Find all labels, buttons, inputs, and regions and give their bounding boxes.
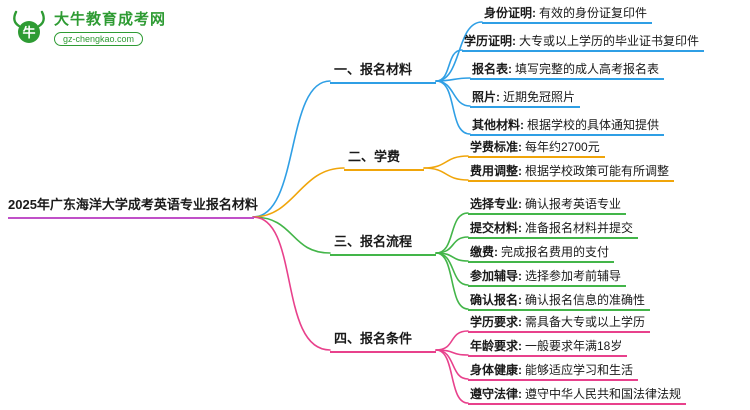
leaf-label: 费用调整: bbox=[470, 164, 522, 178]
leaf-desc: 根据学校政策可能有所调整 bbox=[525, 164, 670, 178]
branch-node-conditions: 四、报名条件 bbox=[330, 329, 436, 353]
leaf-node: 参加辅导:选择参加考前辅导 bbox=[468, 269, 627, 287]
leaf-label: 身份证明: bbox=[484, 6, 536, 20]
leaf-label: 报名表: bbox=[472, 62, 512, 76]
leaf-label: 参加辅导: bbox=[470, 269, 522, 283]
svg-text:牛: 牛 bbox=[22, 25, 35, 40]
leaf-desc: 填写完整的成人高考报名表 bbox=[515, 62, 660, 76]
leaf-desc: 近期免冠照片 bbox=[503, 90, 576, 104]
leaf-node: 提交材料:准备报名材料并提交 bbox=[468, 221, 639, 239]
logo-domain-text: gz-chengkao.com bbox=[54, 32, 144, 46]
leaf-node: 遵守法律:遵守中华人民共和国法律法规 bbox=[468, 387, 687, 405]
logo-brand-text: 大牛教育成考网 bbox=[54, 11, 167, 28]
leaf-desc: 大专或以上学历的毕业证书复印件 bbox=[519, 34, 700, 48]
leaf-node: 学费标准:每年约2700元 bbox=[468, 140, 605, 158]
leaf-label: 照片: bbox=[472, 90, 500, 104]
leaf-desc: 完成报名费用的支付 bbox=[501, 245, 610, 259]
leaf-node: 选择专业:确认报考英语专业 bbox=[468, 197, 627, 215]
leaf-node: 缴费:完成报名费用的支付 bbox=[468, 245, 615, 263]
site-logo: 牛 大牛教育成考网 gz-chengkao.com bbox=[10, 8, 166, 47]
leaf-node: 学历要求:需具备大专或以上学历 bbox=[468, 315, 651, 333]
leaf-label: 学历证明: bbox=[464, 34, 516, 48]
leaf-node: 报名表:填写完整的成人高考报名表 bbox=[470, 62, 665, 80]
leaf-label: 提交材料: bbox=[470, 221, 522, 235]
leaf-desc: 有效的身份证复印件 bbox=[539, 6, 648, 20]
leaf-desc: 选择参加考前辅导 bbox=[525, 269, 622, 283]
leaf-desc: 一般要求年满18岁 bbox=[525, 339, 623, 353]
leaf-desc: 每年约2700元 bbox=[525, 140, 600, 154]
bull-logo-icon: 牛 bbox=[13, 10, 45, 43]
leaf-label: 年龄要求: bbox=[470, 339, 522, 353]
leaf-node: 其他材料:根据学校的具体通知提供 bbox=[470, 118, 665, 136]
leaf-node: 年龄要求:一般要求年满18岁 bbox=[468, 339, 628, 357]
leaf-label: 选择专业: bbox=[470, 197, 522, 211]
root-topic: 2025年广东海洋大学成考英语专业报名材料 bbox=[8, 196, 258, 219]
leaf-desc: 确认报名信息的准确性 bbox=[525, 293, 646, 307]
leaf-desc: 遵守中华人民共和国法律法规 bbox=[525, 387, 682, 401]
leaf-label: 身体健康: bbox=[470, 363, 522, 377]
leaf-node: 费用调整:根据学校政策可能有所调整 bbox=[468, 164, 675, 182]
branch-node-process: 三、报名流程 bbox=[330, 232, 436, 256]
leaf-label: 遵守法律: bbox=[470, 387, 522, 401]
leaf-label: 学费标准: bbox=[470, 140, 522, 154]
leaf-node: 照片:近期免冠照片 bbox=[470, 90, 581, 108]
leaf-label: 确认报名: bbox=[470, 293, 522, 307]
leaf-label: 其他材料: bbox=[472, 118, 524, 132]
leaf-desc: 准备报名材料并提交 bbox=[525, 221, 634, 235]
branch-node-materials: 一、报名材料 bbox=[330, 60, 436, 84]
leaf-node: 确认报名:确认报名信息的准确性 bbox=[468, 293, 651, 311]
leaf-node: 身份证明:有效的身份证复印件 bbox=[482, 6, 653, 24]
leaf-desc: 根据学校的具体通知提供 bbox=[527, 118, 660, 132]
leaf-desc: 确认报考英语专业 bbox=[525, 197, 622, 211]
leaf-node: 学历证明:大专或以上学历的毕业证书复印件 bbox=[462, 34, 705, 52]
leaf-desc: 需具备大专或以上学历 bbox=[525, 315, 646, 329]
leaf-label: 学历要求: bbox=[470, 315, 522, 329]
leaf-node: 身体健康:能够适应学习和生活 bbox=[468, 363, 639, 381]
branch-node-tuition: 二、学费 bbox=[344, 147, 424, 171]
leaf-label: 缴费: bbox=[470, 245, 498, 259]
leaf-desc: 能够适应学习和生活 bbox=[525, 363, 634, 377]
